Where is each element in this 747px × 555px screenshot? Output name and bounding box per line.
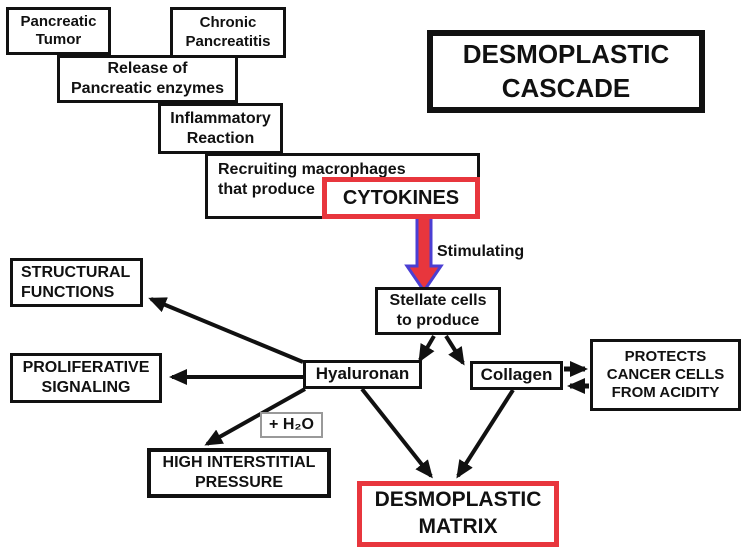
arrow-hyaluronan-to-structural-functions — [148, 297, 304, 364]
node-release-pancreatic-enzymes: Release of Pancreatic enzymes — [57, 55, 238, 103]
stimulating-label: Stimulating — [437, 243, 525, 260]
node-chronic-pancreatitis: Chronic Pancreatitis — [170, 7, 286, 58]
arrow-hyaluronan-to-high-interstitial-pressure — [204, 387, 306, 446]
node-collagen: Collagen — [470, 361, 563, 390]
stimulating-arrow — [404, 214, 444, 294]
node-pancreatic-tumor: Pancreatic Tumor — [6, 7, 111, 55]
node-stellate-cells: Stellate cells to produce — [375, 287, 501, 335]
arrow-stellate-to-collagen — [444, 334, 465, 366]
node-inflammatory-reaction: Inflammatory Reaction — [158, 103, 283, 154]
node-hyaluronan: Hyaluronan — [303, 360, 422, 389]
node-h2o: + H₂O — [260, 412, 323, 438]
node-high-interstitial-pressure: HIGH INTERSTITIAL PRESSURE — [147, 448, 331, 498]
node-cytokines: CYTOKINES — [322, 177, 480, 219]
diagram-title: DESMOPLASTIC CASCADE — [427, 30, 705, 113]
node-desmoplastic-matrix: DESMOPLASTIC MATRIX — [357, 481, 559, 547]
node-structural-functions: STRUCTURAL FUNCTIONS — [10, 258, 143, 307]
node-proliferative-signaling: PROLIFERATIVE SIGNALING — [10, 353, 162, 403]
arrow-hyaluronan-to-desmoplastic-matrix — [360, 387, 433, 479]
node-protects-cancer-cells: PROTECTS CANCER CELLS FROM ACIDITY — [590, 339, 741, 411]
arrow-stellate-to-hyaluronan — [418, 334, 436, 363]
arrow-collagen-to-desmoplastic-matrix — [456, 388, 515, 479]
